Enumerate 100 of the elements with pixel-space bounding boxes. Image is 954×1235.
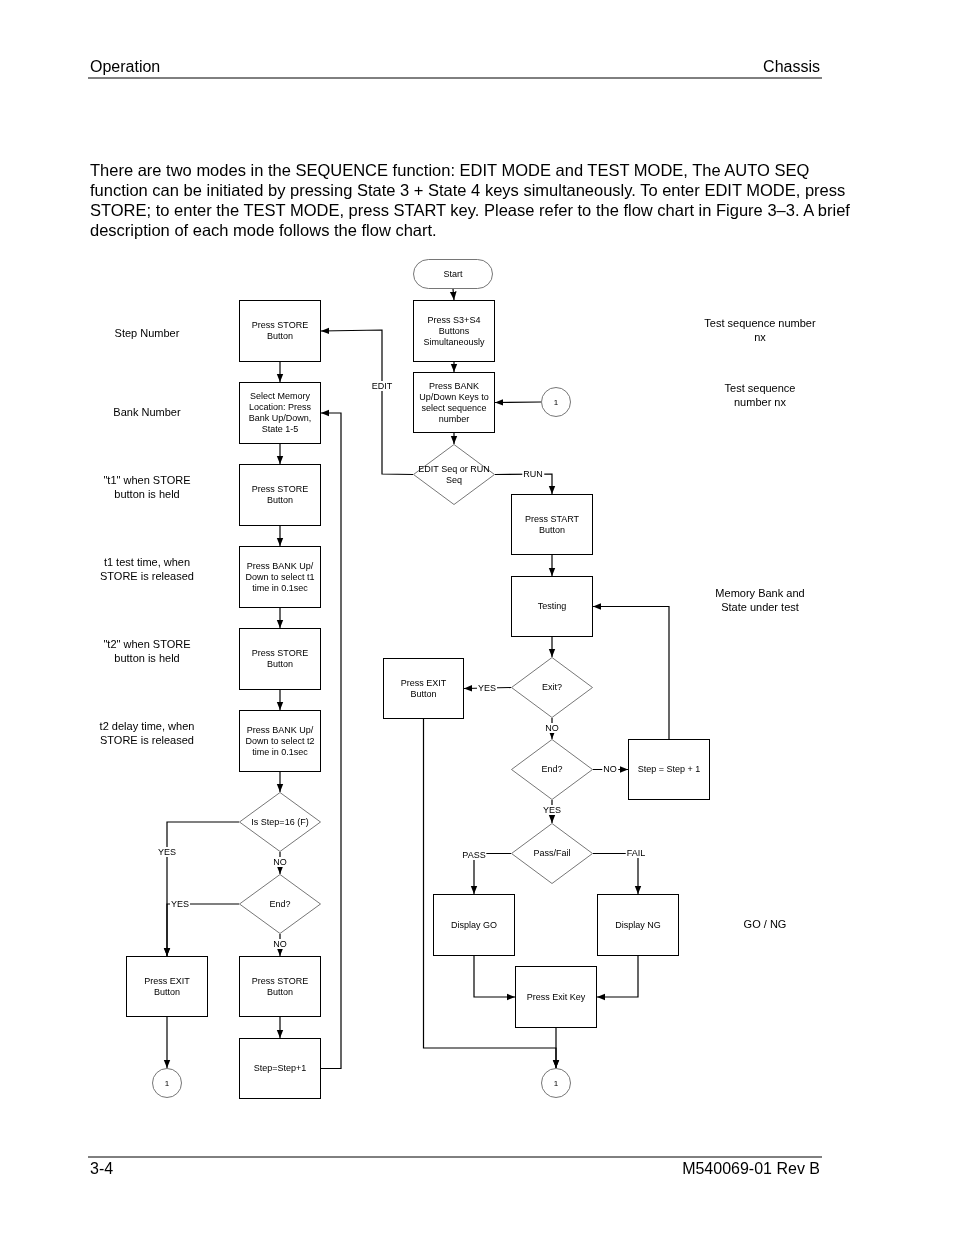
arrow	[596, 955, 639, 1001]
document-number: M540069-01 Rev B	[681, 1159, 820, 1179]
decision-diamond	[239, 792, 321, 852]
process-box	[239, 300, 321, 362]
process-box	[511, 494, 593, 555]
box-label: EDIT Seq or RUN Seq	[417, 463, 491, 486]
arrow	[163, 903, 240, 957]
arrow	[548, 636, 556, 658]
process-box	[239, 546, 321, 608]
box-label: Testing	[536, 601, 568, 612]
edge-label: NO	[544, 723, 560, 733]
connector-circle	[152, 1068, 182, 1098]
process-box	[239, 710, 321, 772]
arrow	[494, 399, 542, 406]
arrow	[450, 361, 458, 373]
arrow	[276, 1016, 284, 1039]
box-label: Press STORE Button	[250, 648, 310, 670]
edge-label: FAIL	[625, 848, 647, 858]
box-label: Press STORE Button	[250, 484, 310, 506]
box-label: 1	[552, 396, 560, 408]
arrow	[276, 443, 284, 465]
edge-label: YES	[170, 899, 190, 909]
arrow	[548, 799, 556, 824]
side-note: Bank Number	[112, 405, 182, 419]
arrow	[450, 432, 458, 445]
arrow	[276, 607, 284, 629]
process-box	[597, 894, 679, 956]
box-label: End?	[540, 764, 564, 775]
box-label: Press Exit Key	[525, 991, 587, 1003]
box-label: Start	[442, 268, 464, 280]
arrow	[276, 771, 284, 793]
box-label: Press STORE Button	[250, 975, 310, 998]
process-box	[126, 956, 208, 1017]
decision-diamond	[511, 657, 593, 718]
edge-label: YES	[157, 847, 177, 857]
arrow	[276, 361, 284, 383]
box-label: Display NG	[614, 919, 662, 931]
box-label: Select Memory Location: Press Bank Up/Down, State 1-5	[247, 391, 313, 435]
box-label: Press S3+S4 Buttons Simultaneously	[422, 314, 486, 348]
box-label: Press EXIT Button	[399, 677, 448, 700]
box-label: Press BANK Up/ Down to select t1 time in 0.1sec	[244, 560, 316, 594]
arrow	[473, 955, 516, 1001]
box-label: 1	[552, 1077, 560, 1089]
arrow	[552, 1027, 560, 1069]
arrow	[320, 409, 342, 1070]
edge-label: EDIT	[370, 381, 394, 391]
process-box	[515, 966, 597, 1028]
arrow	[592, 603, 670, 740]
side-note: Test sequence number nx	[723, 381, 797, 409]
side-note: t1 test time, when STORE is released	[99, 555, 195, 583]
connector-circle	[541, 1068, 571, 1098]
box-label: Press START Button	[523, 513, 581, 536]
box-label: Is Step=16 (F)	[250, 816, 310, 828]
process-box	[239, 956, 321, 1017]
side-note: "t2" when STORE button is held	[102, 637, 192, 665]
process-box	[239, 464, 321, 526]
decision-diamond	[239, 874, 321, 934]
edge-label: YES	[477, 683, 497, 693]
arrow	[548, 554, 556, 577]
box-label: Step = Step + 1	[636, 764, 702, 775]
process-box	[383, 658, 464, 719]
side-note: GO / NG	[742, 917, 788, 931]
box-label: Pass/Fail	[532, 848, 572, 859]
box-label: Press BANK Up/ Down to select t2 time in 0.1sec	[244, 724, 316, 758]
process-box	[239, 382, 321, 444]
box-label: 1	[163, 1077, 171, 1089]
start-terminal	[413, 259, 493, 289]
side-note: "t1" when STORE button is held	[102, 473, 192, 501]
arrow	[320, 327, 414, 476]
page-number: 3-4	[90, 1159, 115, 1179]
box-label: Press EXIT Button	[143, 975, 191, 998]
box-label: End?	[268, 898, 292, 910]
box-label: Exit?	[541, 682, 563, 693]
header-text: Chassis	[762, 57, 820, 77]
process-box	[239, 1038, 321, 1099]
edge-label: NO	[272, 939, 288, 949]
edge-label: NO	[602, 764, 618, 774]
process-box	[413, 300, 495, 362]
intro-paragraph: There are two modes in the SEQUENCE function: EDIT MODE and TEST MODE, The AUTO SEQ function can be initiated by pressing State 3 + State 4 keys simultaneously. To enter EDIT MODE, press STORE; to enter the TEST MODE, press START key. Please refer to the flow chart in Figure 3–3. A brief description of each mode follows the flow chart.	[90, 160, 850, 240]
arrow	[276, 689, 284, 711]
edge-label: RUN	[522, 469, 544, 479]
process-box	[239, 628, 321, 690]
side-note: t2 delay time, when STORE is released	[98, 719, 196, 747]
process-box	[628, 739, 710, 800]
arrow	[449, 288, 457, 301]
arrow	[163, 1016, 171, 1069]
edge-label: YES	[542, 805, 562, 815]
edge-label: NO	[272, 857, 288, 867]
box-label: Press BANK Up/Down Keys to select sequence number	[418, 380, 490, 425]
side-note: Test sequence number nx	[703, 316, 817, 344]
header-text: Operation	[90, 57, 162, 77]
decision-diamond	[511, 739, 593, 800]
decision-diamond	[511, 823, 593, 884]
edge-label: PASS	[461, 850, 487, 860]
decision-diamond	[413, 444, 495, 505]
box-label: Press STORE Button	[250, 320, 310, 342]
process-box	[413, 372, 495, 433]
side-note: Step Number	[113, 326, 181, 340]
box-label: Display GO	[450, 919, 498, 931]
box-label: Step=Step+1	[252, 1063, 308, 1074]
